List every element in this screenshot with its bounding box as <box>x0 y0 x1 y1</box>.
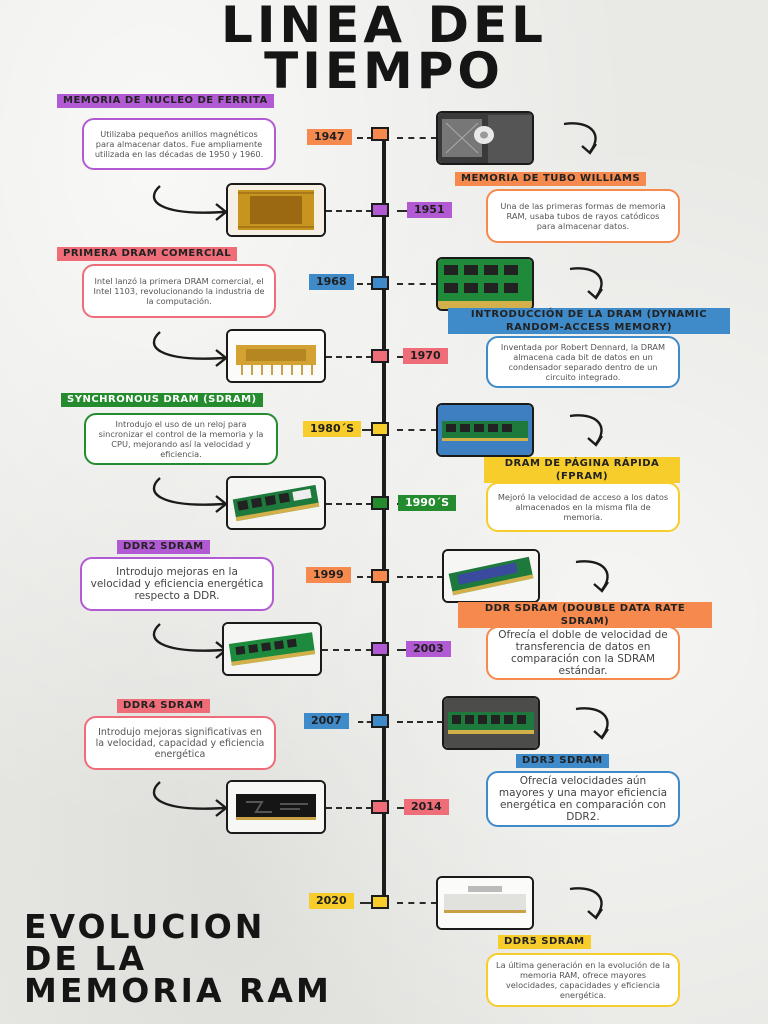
year-badge-2003: 2003 <box>406 641 451 657</box>
connector-1980s-left <box>362 429 372 431</box>
curved-arrow-icon <box>569 414 603 447</box>
fury-ddr4-module-photo <box>226 780 326 834</box>
timeline-node-2003 <box>371 642 389 656</box>
event-title-2014: DDR3 SDRAM <box>516 754 609 768</box>
event-card-2020: La última generación en la evolución de … <box>486 953 680 1007</box>
year-badge-2007: 2007 <box>304 713 349 729</box>
event-title-1970: INTRODUCCIÓN DE LA DRAM (DYNAMIC RANDOM-… <box>448 308 730 334</box>
event-title-1980s: SYNCHRONOUS DRAM (SDRAM) <box>61 393 263 407</box>
year-badge-1968: 1968 <box>309 274 354 290</box>
timeline-node-2020 <box>371 895 389 909</box>
event-title-1968: PRIMERA DRAM COMERCIAL <box>57 247 238 261</box>
timeline-node-1947 <box>371 127 389 141</box>
williams-tube-chip-photo <box>226 183 326 237</box>
connector-2007-left <box>358 721 372 723</box>
year-badge-1970: 1970 <box>403 348 448 364</box>
event-title-1999: DDR2 SDRAM <box>117 540 210 554</box>
event-card-1980s: Introdujo el uso de un reloj para sincro… <box>84 413 278 465</box>
event-title-1947: MEMORIA DE NUCLEO DE FERRITA <box>57 94 274 108</box>
page-title-line-2: TIEMPO <box>264 42 504 100</box>
timeline-axis <box>382 130 386 908</box>
event-card-1951: Una de las primeras formas de memoria RA… <box>486 189 680 243</box>
timeline-node-2014 <box>371 800 389 814</box>
connector-2003-right <box>397 649 409 651</box>
curved-arrow-icon <box>569 887 603 920</box>
curved-arrow-icon <box>575 707 609 740</box>
connector-1990s-left <box>326 503 372 505</box>
timeline-node-1999 <box>371 569 389 583</box>
footer-title-line-2: DE LA <box>24 939 147 978</box>
year-badge-1947: 1947 <box>307 129 352 145</box>
ddr-module-photo <box>442 549 540 603</box>
magnetic-core-memory-photo <box>436 111 534 165</box>
event-card-1947: Utilizaba pequeños anillos magnéticos pa… <box>82 118 276 170</box>
timeline-node-1968 <box>371 276 389 290</box>
event-card-1999: Introdujo mejoras en la velocidad y efic… <box>80 557 274 611</box>
event-card-1970: Inventada por Robert Dennard, la DRAM al… <box>486 336 680 388</box>
year-badge-1980s: 1980´S <box>303 421 362 437</box>
event-card-1968: Intel lanzó la primera DRAM comercial, e… <box>82 264 276 318</box>
ddr5-module-photo <box>436 876 534 930</box>
curved-arrow-icon <box>152 331 228 367</box>
curved-arrow-icon <box>575 560 609 593</box>
event-card-2003: Ofrecía el doble de velocidad de transfe… <box>486 626 680 680</box>
timeline-node-2007 <box>371 714 389 728</box>
connector-2007-right <box>397 721 443 723</box>
curved-arrow-icon <box>563 122 597 155</box>
connector-2014-right <box>397 807 407 809</box>
connector-2020-left <box>360 902 372 904</box>
connector-1980s-right <box>397 429 437 431</box>
year-badge-2020: 2020 <box>309 893 354 909</box>
connector-1947-right <box>397 137 437 139</box>
year-badge-1999: 1999 <box>306 567 351 583</box>
connector-1968-right <box>397 283 437 285</box>
dram-board-photo <box>436 257 534 311</box>
connector-1970-left <box>326 356 372 358</box>
ddr2-module-photo <box>222 622 322 676</box>
event-title-1990s: DRAM DE PÁGINA RÁPIDA (FPRAM) <box>484 457 680 483</box>
curved-arrow-icon <box>569 267 603 300</box>
timeline-node-1990s <box>371 496 389 510</box>
timeline-node-1970 <box>371 349 389 363</box>
event-title-1951: MEMORIA DE TUBO WILLIAMS <box>455 172 647 186</box>
footer-title-line-1: EVOLUCION <box>24 907 266 946</box>
year-badge-1951: 1951 <box>407 202 452 218</box>
year-badge-1990s: 1990´S <box>398 495 457 511</box>
connector-1947-left <box>357 137 373 139</box>
connector-1968-left <box>357 283 373 285</box>
page-title-line-1: LINEA DEL <box>220 0 548 54</box>
event-card-1990s: Mejoró la velocidad de acceso a los dato… <box>486 482 680 532</box>
curved-arrow-icon <box>152 185 228 221</box>
connector-2020-right <box>397 902 437 904</box>
year-badge-2014: 2014 <box>404 799 449 815</box>
connector-1999-left <box>357 576 373 578</box>
fpram-module-photo <box>226 476 326 530</box>
curved-arrow-icon <box>152 781 228 817</box>
ddr3-module-photo <box>442 696 540 750</box>
footer-title-line-3: MEMORIA RAM <box>24 971 332 1010</box>
connector-2014-left <box>326 807 372 809</box>
event-card-2007: Introdujo mejoras significativas en la v… <box>84 716 276 770</box>
sdram-module-photo <box>436 403 534 457</box>
connector-1951-right <box>397 210 409 212</box>
event-card-2014: Ofrecía velocidades aún mayores y una ma… <box>486 771 680 827</box>
connector-1999-right <box>397 576 443 578</box>
timeline-node-1951 <box>371 203 389 217</box>
event-title-2007: DDR4 SDRAM <box>117 699 210 713</box>
event-title-2003: DDR SDRAM (DOUBLE DATA RATE SDRAM) <box>458 602 712 628</box>
intel-1103-chip-photo <box>226 329 326 383</box>
curved-arrow-icon <box>152 477 228 513</box>
connector-2003-left <box>322 649 372 651</box>
connector-1951-left <box>326 210 372 212</box>
event-title-2020: DDR5 SDRAM <box>498 935 591 949</box>
timeline-node-1980s <box>371 422 389 436</box>
